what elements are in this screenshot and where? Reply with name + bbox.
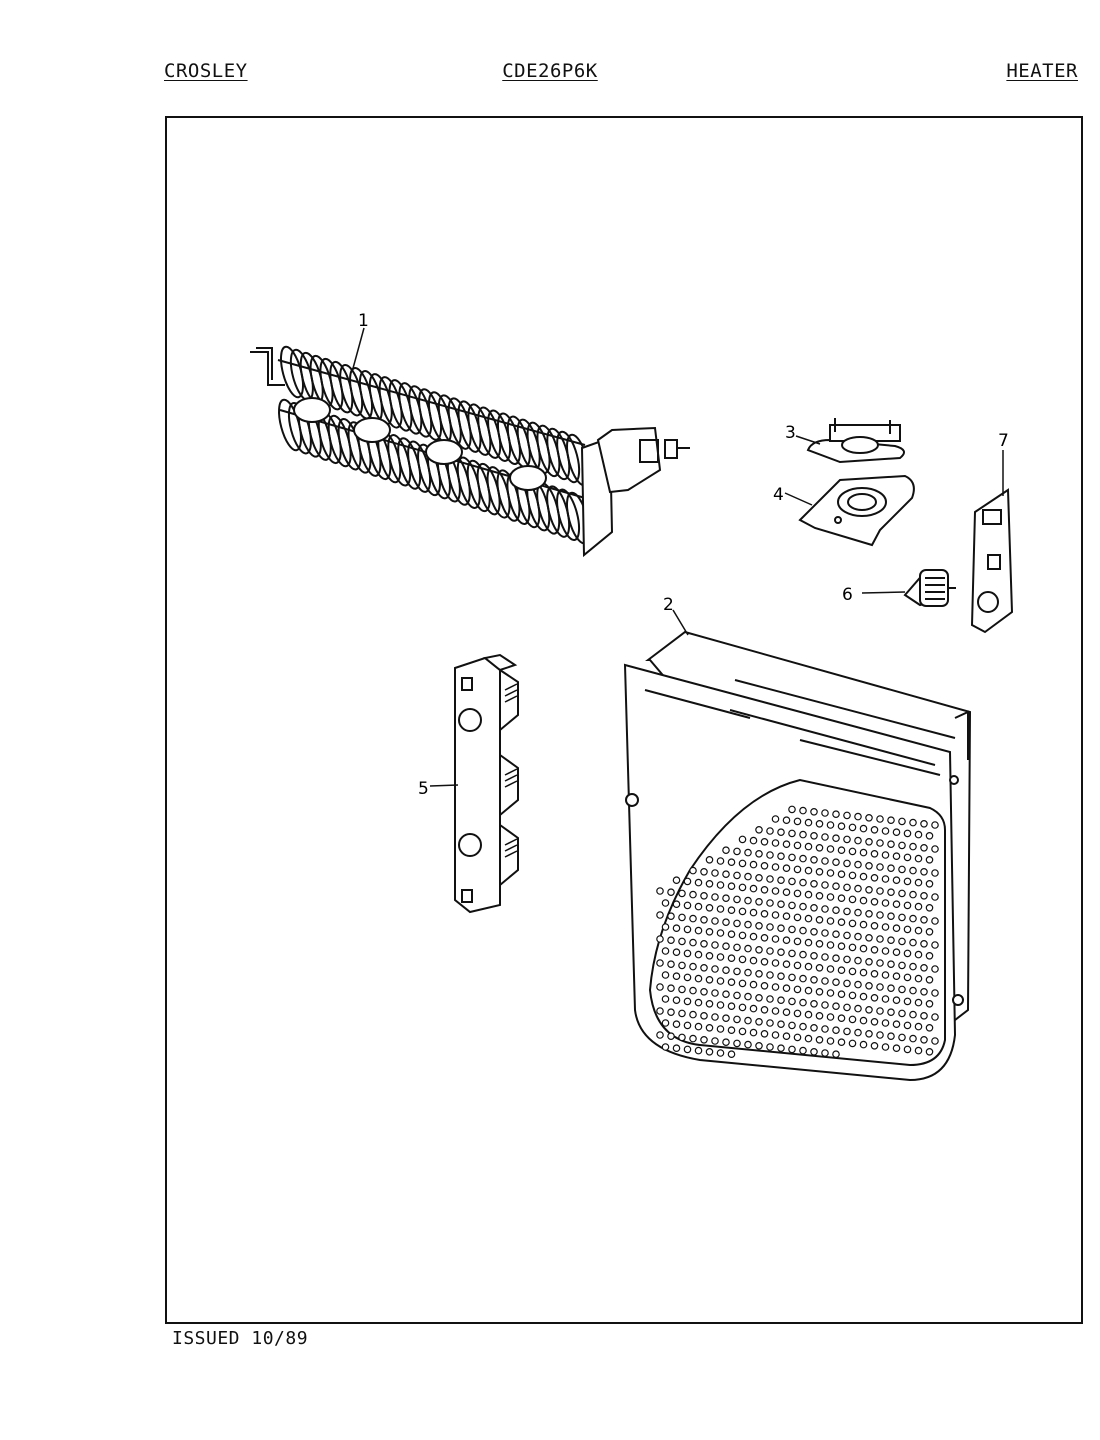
leader-lines bbox=[351, 327, 1004, 787]
heater-coil-element bbox=[250, 345, 690, 558]
diagram-frame bbox=[165, 116, 1083, 1324]
callout-2: 2 bbox=[663, 595, 674, 615]
heater-housing-perforated bbox=[623, 630, 972, 1082]
thermostat-disc bbox=[903, 569, 956, 607]
callout-7: 7 bbox=[998, 431, 1009, 451]
terminal-block bbox=[454, 653, 519, 914]
model-number: CDE26P6K bbox=[502, 60, 598, 82]
callout-3: 3 bbox=[785, 423, 796, 443]
mounting-plate bbox=[798, 474, 915, 547]
callout-4: 4 bbox=[773, 485, 784, 505]
bracket-plate bbox=[970, 488, 1014, 634]
thermostat-bracket bbox=[806, 418, 905, 464]
section-title: HEATER bbox=[1006, 60, 1078, 82]
brand-label: CROSLEY bbox=[164, 60, 248, 82]
callout-1: 1 bbox=[358, 311, 369, 331]
callout-5: 5 bbox=[418, 779, 429, 799]
issued-date: ISSUED 10/89 bbox=[172, 1328, 309, 1349]
callout-6: 6 bbox=[842, 585, 853, 605]
